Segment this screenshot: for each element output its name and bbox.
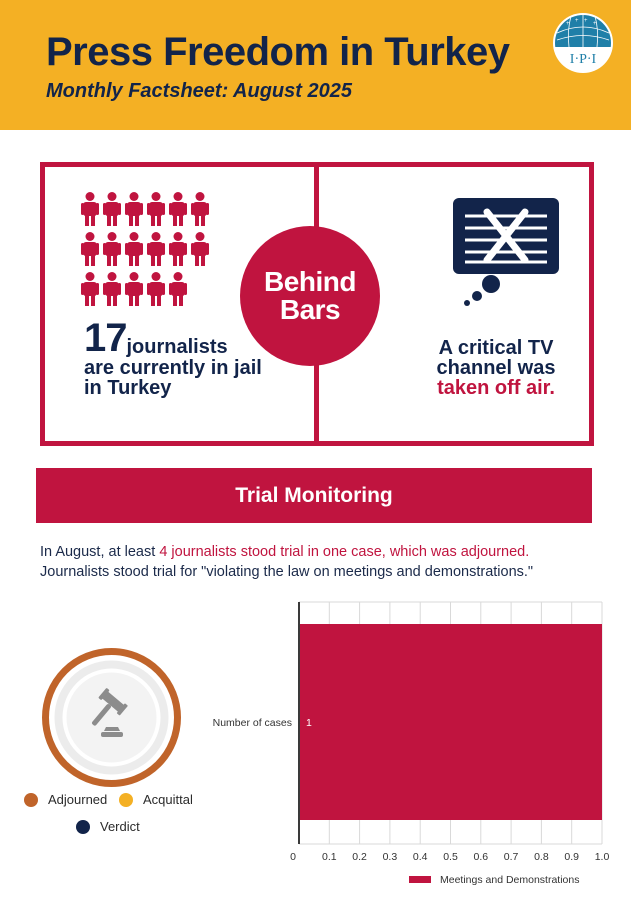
legend-swatch-verdict	[76, 819, 90, 834]
jailed-unit: journalists	[126, 336, 228, 358]
person-icon	[191, 232, 209, 266]
x-tick-label: 1.0	[595, 851, 610, 863]
summary-prefix: In August, at least	[40, 544, 160, 560]
trial-outcome-donut	[42, 648, 181, 787]
page-title: Press Freedom in Turkey	[46, 30, 510, 74]
x-tick-label: 0.9	[564, 851, 579, 863]
person-icon	[169, 192, 187, 226]
person-icon	[125, 272, 143, 306]
person-icon	[147, 272, 165, 306]
x-tick-label: 0.4	[413, 851, 428, 863]
header-banner: Press Freedom in Turkey Monthly Factshee…	[0, 0, 631, 130]
behind-bars-circle: Behind Bars	[240, 226, 380, 366]
person-icon	[81, 272, 99, 306]
jailed-count: 17	[84, 316, 127, 360]
legend-label-verdict: Verdict	[100, 819, 140, 834]
behind-bars-label: Behind Bars	[264, 266, 356, 325]
legend-label-acquittal: Acquittal	[143, 792, 193, 807]
person-icon	[81, 232, 99, 266]
trial-summary: In August, at least 4 journalists stood …	[40, 542, 600, 582]
tv-off-air-icon	[453, 198, 559, 306]
x-tick-label: 0.1	[322, 851, 337, 863]
tv-channel-stat: A critical TV channel was taken off air.	[426, 338, 566, 398]
person-icon	[103, 272, 121, 306]
x-tick-label: 0.6	[473, 851, 488, 863]
y-category-label: Number of cases	[213, 717, 292, 729]
svg-text:+: +	[584, 18, 588, 24]
x-tick-label: 0.8	[534, 851, 549, 863]
gavel-icon	[92, 688, 128, 737]
jailed-journalists-stat: 17journalists are currently in jail in T…	[84, 318, 264, 398]
ipi-logo: + + + + I·P·I	[553, 13, 613, 73]
person-icon	[169, 272, 187, 306]
summary-rest: Journalists stood trial for "violating t…	[40, 564, 534, 580]
legend-swatch-acquittal	[119, 792, 133, 807]
x-tick-label: 0.2	[352, 851, 367, 863]
legend-item-acquittal: Acquittal	[119, 792, 193, 807]
x-tick-label: 0.3	[383, 851, 398, 863]
legend-item-adjourned: Adjourned	[24, 792, 107, 807]
legend-item-verdict: Verdict	[76, 819, 140, 834]
person-icon	[147, 232, 165, 266]
person-icon	[191, 192, 209, 226]
x-tick-label: 0	[290, 851, 296, 863]
svg-text:+: +	[575, 18, 579, 24]
legend-swatch-meetings	[409, 876, 431, 883]
x-tick-label: 0.5	[443, 851, 458, 863]
tv-channel-text: A critical TV channel was	[436, 337, 556, 379]
person-icon	[125, 232, 143, 266]
bar-data-label: 1	[306, 717, 312, 729]
svg-text:+: +	[593, 21, 597, 27]
jailed-description: are currently in jail in Turkey	[84, 357, 262, 399]
person-icon	[81, 192, 99, 226]
person-icon	[169, 232, 187, 266]
trial-monitoring-heading: Trial Monitoring	[235, 483, 393, 507]
cases-bar-chart: Number of cases 1 0 0.1 0.2 0.3 0.4 0.5 0.6 0.7 0.…	[213, 601, 610, 886]
legend-label-meetings: Meetings and Demonstrations	[440, 874, 580, 886]
bar-meetings-and-demonstrations	[299, 624, 602, 820]
person-icon	[147, 192, 165, 226]
person-icon	[103, 232, 121, 266]
page-subtitle: Monthly Factsheet: August 2025	[46, 80, 352, 102]
x-tick-label: 0.7	[504, 851, 519, 863]
legend-swatch-adjourned	[24, 792, 38, 807]
logo-text: I·P·I	[570, 52, 597, 67]
person-icon	[103, 192, 121, 226]
person-icon	[125, 192, 143, 226]
chart-legend: Meetings and Demonstrations	[409, 874, 580, 886]
summary-highlight: 4 journalists stood trial in one case, w…	[159, 544, 530, 560]
journalist-people-grid	[79, 190, 219, 308]
legend-label-adjourned: Adjourned	[48, 792, 108, 807]
tv-channel-highlight: taken off air.	[437, 377, 555, 399]
svg-text:+: +	[566, 21, 570, 27]
trial-monitoring-banner: Trial Monitoring	[36, 468, 592, 523]
